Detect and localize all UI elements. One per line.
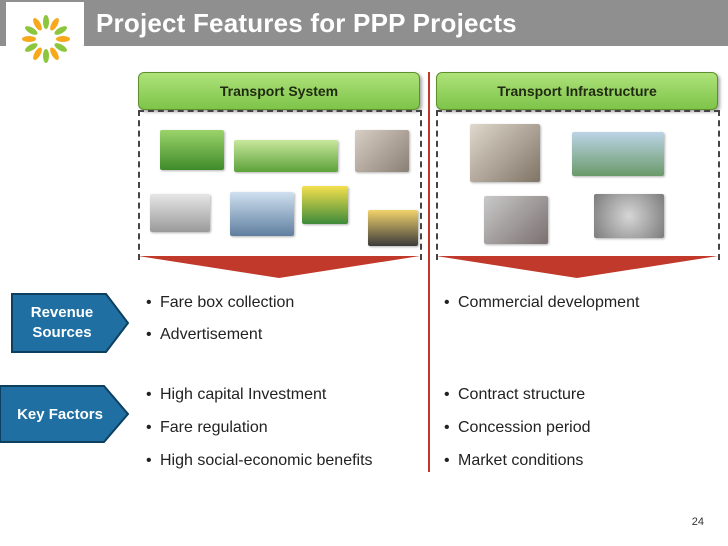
transport-system-image-panel	[138, 110, 422, 260]
list-item: •Fare regulation	[146, 419, 268, 436]
bullet-text: Commercial development	[458, 294, 640, 311]
list-item: •Advertisement	[146, 326, 263, 343]
bullet-text: Fare box collection	[160, 294, 295, 311]
revenue-sources-label-shape	[11, 293, 130, 353]
articulated-bus-image	[234, 140, 338, 172]
terminal-building-image	[470, 124, 540, 182]
high-speed-train-image	[230, 192, 294, 236]
logo	[6, 2, 84, 66]
parking-structure-image	[484, 196, 548, 244]
sunburst-logo-icon	[22, 15, 70, 63]
column-divider	[428, 72, 430, 472]
transit-hub-image	[572, 132, 664, 176]
list-item: •Commercial development	[444, 294, 640, 311]
left-down-arrow-icon	[138, 256, 420, 278]
metro-train-image	[150, 194, 210, 232]
bullet-text: Market conditions	[458, 452, 584, 469]
interchange-image	[594, 194, 664, 238]
revenue-sources-label: Revenue Sources	[14, 303, 110, 343]
page-number: 24	[691, 516, 704, 528]
list-item: •Market conditions	[444, 452, 584, 469]
list-item: •Concession period	[444, 419, 591, 436]
bullet-text: Contract structure	[458, 386, 586, 403]
taxi-car-image	[368, 210, 418, 246]
bullet-text: Advertisement	[160, 326, 263, 343]
bullet-text: Fare regulation	[160, 419, 268, 436]
auto-rickshaw-image	[302, 186, 348, 224]
list-item: •High social-economic benefits	[146, 452, 373, 469]
title-bar	[0, 0, 728, 46]
revenue-label-line2: Sources	[32, 324, 92, 341]
key-factors-label-shape	[0, 385, 130, 443]
bullet-text: High social-economic benefits	[160, 452, 373, 469]
bullet-text: High capital Investment	[160, 386, 327, 403]
list-item: •High capital Investment	[146, 386, 327, 403]
page-title: Project Features for PPP Projects	[96, 8, 517, 38]
key-factors-label: Key Factors	[17, 406, 103, 423]
column-header-transport-infrastructure: Transport Infrastructure	[436, 72, 718, 110]
monorail-image	[355, 130, 409, 172]
green-bus-image	[160, 130, 224, 170]
right-down-arrow-icon	[436, 256, 718, 278]
list-item: •Fare box collection	[146, 294, 295, 311]
column-header-transport-system: Transport System	[138, 72, 420, 110]
transport-infrastructure-image-panel	[436, 110, 720, 260]
list-item: •Contract structure	[444, 386, 586, 403]
revenue-label-line1: Revenue	[30, 304, 94, 321]
bullet-text: Concession period	[458, 419, 591, 436]
